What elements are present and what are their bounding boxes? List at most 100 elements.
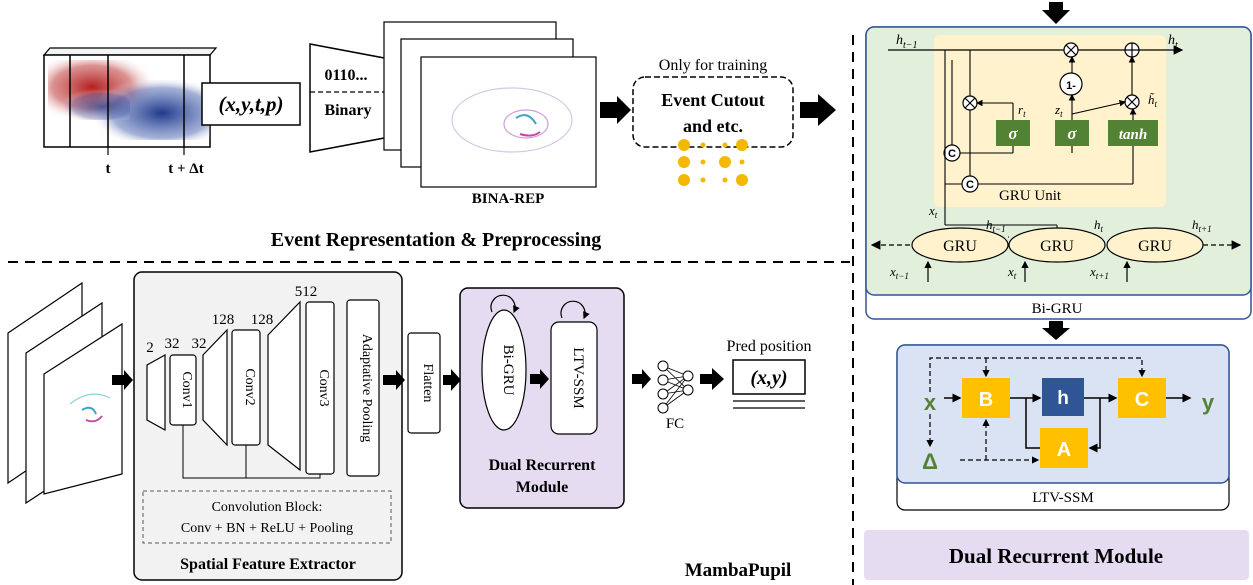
- row-h-t: h: [1094, 217, 1101, 232]
- gru-x-t: x: [928, 203, 935, 218]
- binary-encoder: [309, 43, 396, 153]
- adaptive-pooling-block: [346, 299, 380, 477]
- conv-block-line1: Convolution Block:: [212, 500, 323, 515]
- drm-title-line1: Dual Recurrent: [489, 457, 596, 474]
- channels-128b: 128: [251, 312, 274, 328]
- ssm-h-block: [1042, 378, 1084, 416]
- ltvssm-caption: LTV-SSM: [1032, 490, 1093, 506]
- bigru-caption: Bi-GRU: [1032, 301, 1083, 317]
- bina-rep-label: BINA-REP: [472, 191, 545, 207]
- tanh-label: tanh: [1119, 127, 1147, 143]
- event-representation-title: Event Representation & Preprocessing: [271, 229, 602, 251]
- ssm-B: B: [979, 389, 993, 411]
- svg-text:ht+1: ht+1: [1192, 217, 1212, 234]
- channels-128a: 128: [212, 312, 235, 328]
- row-x-prev-sub: t−1: [896, 271, 909, 281]
- svg-text:ht−1: ht−1: [986, 217, 1006, 234]
- gru-h-prev: h: [896, 33, 903, 48]
- svg-text:ht: ht: [1094, 217, 1104, 234]
- conv2-label: Conv2: [242, 368, 257, 405]
- row-h-prev-sub: t−1: [993, 224, 1006, 234]
- svg-text:xt+1: xt+1: [1089, 264, 1109, 281]
- gru-h-prev-sub: t−1: [903, 40, 918, 51]
- row-x-next: x: [1089, 264, 1096, 279]
- fc-network: [657, 360, 694, 414]
- row-x-next-sub: t+1: [1096, 271, 1109, 281]
- gru-cell-2-label: GRU: [1040, 238, 1074, 255]
- drm-title-line2: Module: [516, 479, 568, 496]
- row-x-t-sub: t: [1014, 271, 1017, 281]
- svg-text:xt: xt: [1007, 264, 1017, 281]
- pred-xy-box: [732, 359, 806, 395]
- gru-cell-1: [911, 227, 1009, 263]
- row-h-prev: h: [986, 217, 993, 232]
- z-t-sub: t: [1060, 109, 1063, 119]
- coord-label: (x,y,t,p): [218, 92, 283, 116]
- svg-text:rt: rt: [1018, 102, 1026, 119]
- channels-32b: 32: [192, 336, 207, 352]
- gru-cell-2: [1008, 227, 1106, 263]
- t-dt-label: t + Δt: [168, 161, 203, 177]
- h-tilde-sub: t: [1155, 99, 1158, 109]
- row-h-t-sub: t: [1101, 224, 1104, 234]
- svg-text:zt: zt: [1054, 102, 1063, 119]
- r-t: r: [1018, 102, 1024, 117]
- binary-label: Binary: [324, 102, 371, 119]
- conv-block-line2: Conv + BN + ReLU + Pooling: [181, 521, 353, 536]
- model-name: MambaPupil: [685, 560, 792, 581]
- sigma-gate-r: [996, 120, 1030, 146]
- svg-text:xt: xt: [928, 203, 938, 220]
- adaptive-pooling-label: Adaptative Pooling: [359, 334, 374, 443]
- ssm-A-block: [1040, 428, 1088, 468]
- t-label: t: [106, 161, 111, 177]
- gru-x-t-sub: t: [935, 210, 938, 220]
- ssm-y: y: [1202, 390, 1215, 415]
- r-t-sub: t: [1023, 109, 1026, 119]
- channels-512: 512: [295, 284, 318, 300]
- svg-text:h̃t: h̃t: [1148, 92, 1158, 109]
- z-t: z: [1054, 102, 1060, 117]
- ltvssm-label: LTV-SSM: [570, 347, 586, 408]
- gru-h-t: h: [1168, 33, 1175, 48]
- gru-unit-box: [934, 35, 1166, 207]
- bina-rep-frames: [383, 21, 597, 188]
- coord-box: [201, 82, 301, 126]
- row-x-t: x: [1007, 264, 1014, 279]
- svg-text:xt−1: xt−1: [889, 264, 909, 281]
- ssm-B-block: [962, 378, 1010, 418]
- pred-xy: (x,y): [750, 367, 787, 389]
- only-training-label: Only for training: [659, 57, 767, 74]
- fc-label: FC: [666, 416, 684, 432]
- one-minus: 1-: [1066, 80, 1076, 92]
- ssm-delta: Δ: [922, 449, 938, 474]
- flatten-block: [407, 332, 441, 434]
- event-volume: [42, 47, 218, 155]
- ssm-h: h: [1057, 388, 1069, 409]
- gru-cell-3-label: GRU: [1138, 238, 1172, 255]
- cutout-line1: Event Cutout: [661, 90, 765, 110]
- ssm-A: A: [1057, 439, 1071, 461]
- gru-unit-label: GRU Unit: [999, 188, 1062, 204]
- bigru-label: Bi-GRU: [500, 345, 516, 396]
- sigma-z-label: σ: [1067, 124, 1077, 143]
- drm-title-box: [864, 530, 1249, 580]
- gru-h-t-sub: t: [1175, 40, 1178, 51]
- event-cutout-box: [632, 76, 794, 148]
- input-frames: [7, 281, 123, 505]
- ltvssm-node: [550, 321, 598, 435]
- h-tilde: h̃: [1148, 92, 1155, 107]
- drm-title: Dual Recurrent Module: [949, 544, 1163, 568]
- convolution-block-legend: [142, 490, 392, 544]
- channels-32a: 32: [165, 336, 180, 352]
- row-h-next-sub: t+1: [1199, 224, 1212, 234]
- sfe-title: Spatial Feature Extractor: [180, 556, 356, 573]
- ssm-C-block: [1118, 378, 1166, 418]
- svg-text:ht: ht: [1168, 33, 1178, 51]
- tanh-gate: [1108, 120, 1158, 146]
- gru-cell-1-label: GRU: [943, 238, 977, 255]
- row-h-next: h: [1192, 217, 1199, 232]
- pred-position-label: Pred position: [727, 338, 812, 355]
- concat-1: C: [948, 148, 956, 160]
- augmentation-dots: [678, 139, 748, 186]
